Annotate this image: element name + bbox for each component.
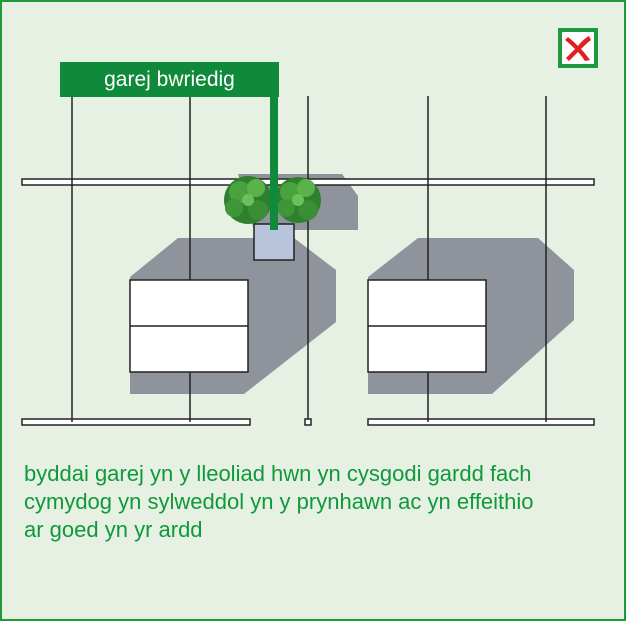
close-button[interactable] <box>558 28 598 68</box>
close-icon <box>565 36 591 61</box>
label-pointer <box>270 94 278 230</box>
caption-text: byddai garej yn y lleoliad hwn yn cysgod… <box>24 461 534 542</box>
boundary-post <box>304 418 312 426</box>
proposed-garage-label: garej bwriedig <box>60 62 279 97</box>
tree-left <box>224 176 272 224</box>
bottom-rail-right <box>367 418 595 426</box>
bottom-rail-left <box>21 418 251 426</box>
tree-right <box>275 177 321 223</box>
